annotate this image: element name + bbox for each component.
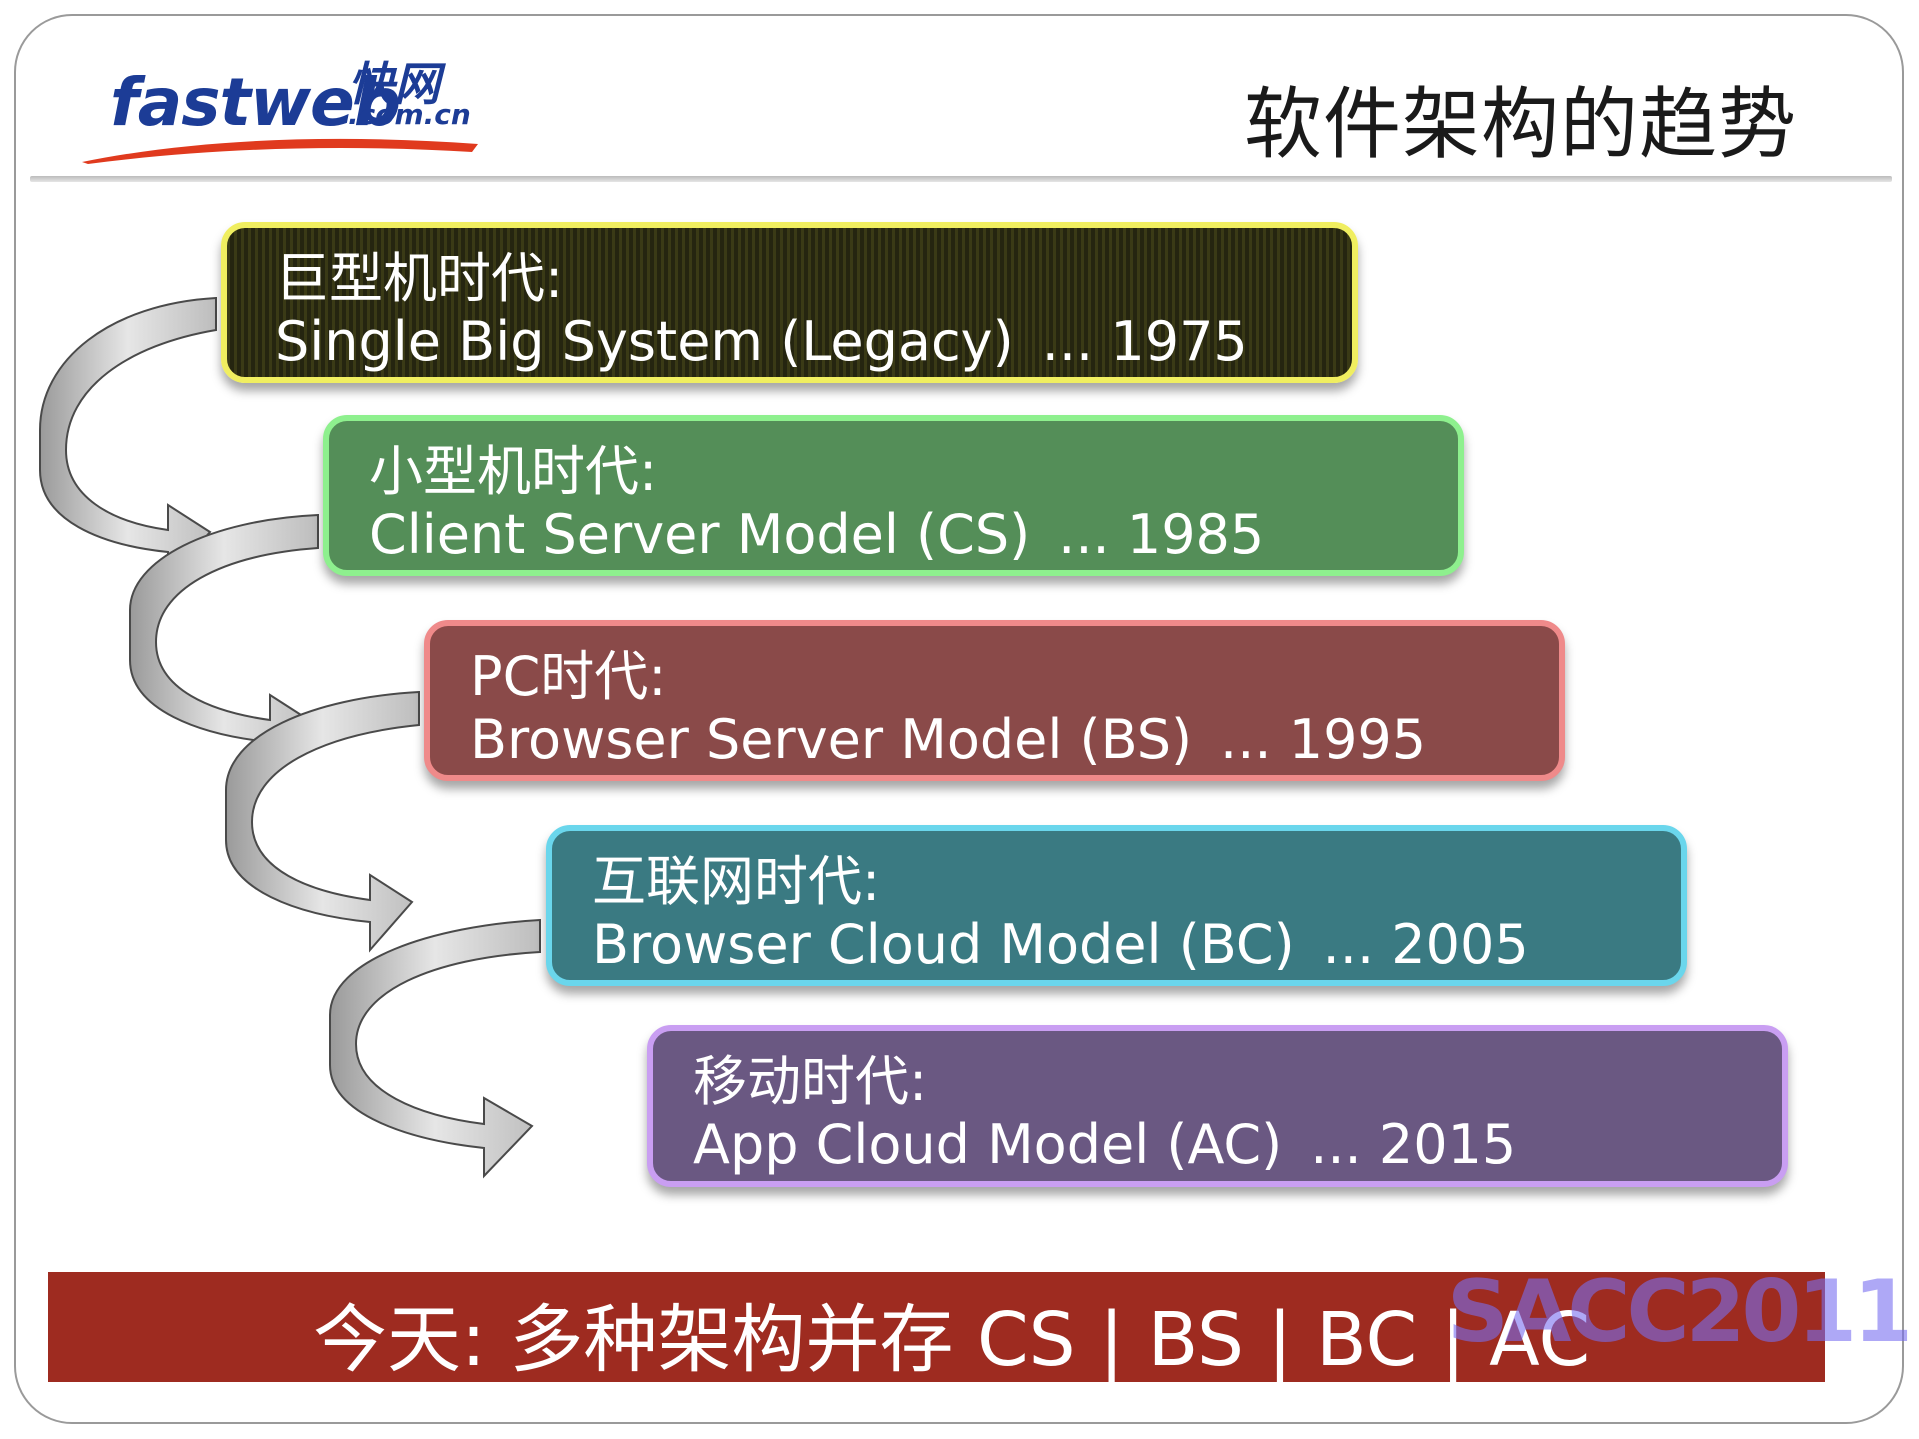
era-model-label: Browser Cloud Model (BC) [592, 913, 1295, 976]
era-name: 互联网时代: [592, 850, 881, 913]
era-name: 移动时代: [693, 1050, 928, 1113]
era-card-mobile: 移动时代: App Cloud Model (AC) ... 2015 [647, 1025, 1788, 1187]
logo-brand-cn: 快网 [348, 57, 440, 111]
era-card-internet: 互联网时代: Browser Cloud Model (BC) ... 2005 [546, 825, 1687, 986]
era-model-label: Single Big System (Legacy) [275, 310, 1014, 373]
era-year: ... 1985 [1058, 503, 1265, 566]
era-name: 小型机时代: [369, 440, 658, 503]
era-year: ... 2005 [1322, 913, 1529, 976]
era-model-label: Client Server Model (CS) [369, 503, 1031, 566]
era-name: PC时代: [470, 645, 667, 708]
era-model-label: App Cloud Model (AC) [693, 1113, 1283, 1176]
header-divider [30, 176, 1892, 182]
era-model-label: Browser Server Model (BS) [470, 708, 1193, 771]
era-year: ... 1975 [1041, 310, 1248, 373]
summary-banner: 今天: 多种架构并存 CS | BS | BC | AC [48, 1272, 1825, 1383]
era-model: Browser Server Model (BS) ... 1995 [470, 708, 1426, 771]
era-model: Single Big System (Legacy) ... 1975 [275, 310, 1248, 373]
fastweb-logo: fastweb 快网 .com.cn [80, 50, 480, 165]
era-card-pc: PC时代: Browser Server Model (BS) ... 1995 [424, 620, 1565, 781]
logo-swoosh-icon [82, 138, 478, 164]
era-year: ... 1995 [1220, 708, 1427, 771]
logo-brand: fastweb [110, 64, 401, 141]
era-model: Client Server Model (CS) ... 1985 [369, 503, 1264, 566]
era-card-minicomputer: 小型机时代: Client Server Model (CS) ... 1985 [323, 415, 1464, 576]
era-card-mainframe: 巨型机时代: Single Big System (Legacy) ... 197… [221, 222, 1358, 383]
logo-domain: .com.cn [348, 98, 471, 131]
era-model: App Cloud Model (AC) ... 2015 [693, 1113, 1516, 1176]
conference-watermark: SACC2011 [1446, 1262, 1913, 1362]
curved-arrow-icon [39, 296, 541, 1179]
banner-text: 今天: 多种架构并存 CS | BS | BC | AC [313, 1297, 1591, 1383]
era-year: ... 2015 [1310, 1113, 1517, 1176]
slide-title: 软件架构的趋势 [1243, 80, 1797, 170]
era-name: 巨型机时代: [275, 247, 564, 310]
era-model: Browser Cloud Model (BC) ... 2005 [592, 913, 1529, 976]
